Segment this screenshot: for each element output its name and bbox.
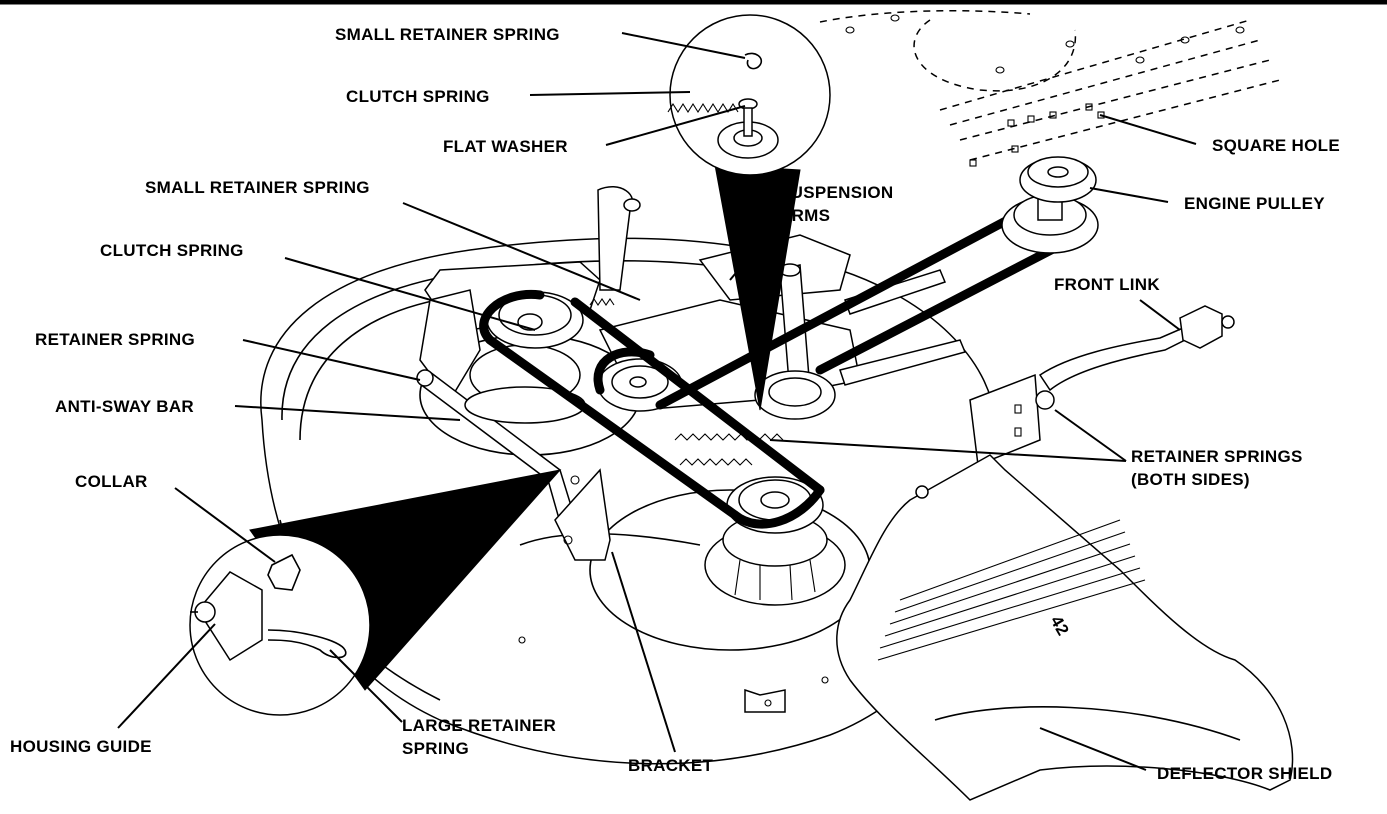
retainer-spring-pin — [416, 369, 434, 387]
top-inset-detail — [667, 14, 831, 411]
clutch-spring-detail — [667, 102, 739, 114]
small-retainer-spring-detail — [744, 52, 763, 70]
label-housing-guide: HOUSING GUIDE — [10, 737, 152, 756]
label-clutch-spring-top: CLUTCH SPRING — [346, 87, 490, 106]
label-square-hole: SQUARE HOLE — [1212, 136, 1340, 155]
label-bracket: BRACKET — [628, 756, 714, 775]
label-suspension-arms-2: ARMS — [779, 206, 830, 225]
bracket — [554, 468, 611, 561]
right-idler-pulley — [754, 370, 836, 420]
bottom-left-inset-detail — [189, 469, 562, 716]
center-idler-pulley — [597, 358, 683, 412]
label-flat-washer: FLAT WASHER — [443, 137, 568, 156]
part-labels: SMALL RETAINER SPRING CLUTCH SPRING FLAT… — [10, 25, 1340, 783]
deflector-shield — [836, 454, 1294, 801]
tractor-frame — [819, 9, 1281, 167]
clutch-springs — [589, 298, 784, 466]
label-suspension-arms-1: SUSPENSION — [779, 183, 893, 202]
front-link — [969, 305, 1235, 467]
label-clutch-spring-mid: CLUTCH SPRING — [100, 241, 244, 260]
label-retainer-springs-2: (BOTH SIDES) — [1131, 470, 1250, 489]
label-deflector-shield: DEFLECTOR SHIELD — [1157, 764, 1332, 783]
label-small-retainer-spring-mid: SMALL RETAINER SPRING — [145, 178, 370, 197]
label-large-retainer-spring-2: SPRING — [402, 739, 469, 758]
top-border — [0, 0, 1387, 5]
label-large-retainer-spring-1: LARGE RETAINER — [402, 716, 556, 735]
square-hole — [1097, 111, 1105, 119]
label-retainer-springs-1: RETAINER SPRINGS — [1131, 447, 1303, 466]
label-front-link: FRONT LINK — [1054, 275, 1160, 294]
large-retainer-spring-detail — [267, 629, 347, 659]
collar-detail — [267, 553, 301, 591]
label-small-retainer-spring-top: SMALL RETAINER SPRING — [335, 25, 560, 44]
leader-lines — [117, 32, 1197, 771]
label-retainer-spring: RETAINER SPRING — [35, 330, 195, 349]
engine-pulley — [1001, 156, 1099, 254]
housing-guide-detail — [197, 571, 263, 662]
label-anti-sway-bar: ANTI-SWAY BAR — [55, 397, 194, 416]
label-engine-pulley: ENGINE PULLEY — [1184, 194, 1325, 213]
label-collar: COLLAR — [75, 472, 148, 491]
